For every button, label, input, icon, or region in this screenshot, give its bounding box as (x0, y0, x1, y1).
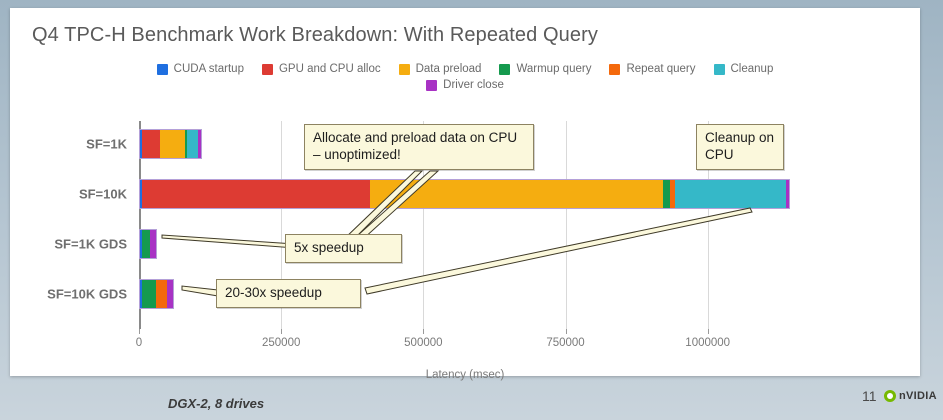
legend-label: CUDA startup (173, 63, 244, 75)
legend-item-cleanup[interactable]: Cleanup (713, 63, 774, 75)
nvidia-logo: nVIDIA (884, 390, 937, 402)
callout-20-30x-speedup: 20-30x speedup (216, 279, 361, 308)
legend-item-repeat-query[interactable]: Repeat query (609, 63, 696, 75)
legend-label: Driver close (443, 79, 504, 91)
legend-label: Repeat query (626, 63, 696, 75)
legend-swatch-icon (713, 63, 725, 75)
legend-swatch-icon (156, 63, 168, 75)
legend-label: Warmup query (516, 63, 592, 75)
legend-swatch-icon (609, 63, 621, 75)
callout-cleanup: Cleanup on CPU (696, 124, 784, 170)
legend-swatch-icon (499, 63, 511, 75)
page-title: Q4 TPC-H Benchmark Work Breakdown: With … (32, 24, 598, 46)
slide-canvas: Q4 TPC-H Benchmark Work Breakdown: With … (10, 8, 920, 381)
legend-swatch-icon (261, 63, 273, 75)
nvidia-eye-icon (884, 390, 896, 402)
page-number: 11 (862, 388, 877, 404)
nvidia-wordmark: nVIDIA (899, 390, 937, 402)
legend-label: GPU and CPU alloc (278, 63, 381, 75)
callout-text: Cleanup on CPU (705, 130, 775, 162)
chart-legend: CUDA startup GPU and CPU alloc Data prel… (10, 63, 920, 91)
legend-label: Cleanup (730, 63, 774, 75)
legend-swatch-icon (398, 63, 410, 75)
legend-item-cuda-startup[interactable]: CUDA startup (156, 63, 244, 75)
legend-item-driver-close[interactable]: Driver close (426, 79, 504, 91)
footer-note: DGX-2, 8 drives (168, 396, 265, 411)
legend-item-gpu-and-cpu-alloc[interactable]: GPU and CPU alloc (261, 63, 381, 75)
legend-label: Data preload (415, 63, 482, 75)
legend-item-data-preload[interactable]: Data preload (398, 63, 482, 75)
callout-text: 5x speedup (294, 240, 364, 255)
callout-text: Allocate and preload data on CPU – unopt… (313, 130, 518, 162)
callout-leader-lines (161, 170, 753, 297)
legend-item-warmup-query[interactable]: Warmup query (499, 63, 591, 75)
callout-preload: Allocate and preload data on CPU – unopt… (304, 124, 534, 170)
callout-text: 20-30x speedup (225, 285, 322, 300)
callout-5x-speedup: 5x speedup (285, 234, 402, 263)
legend-swatch-icon (426, 79, 438, 91)
